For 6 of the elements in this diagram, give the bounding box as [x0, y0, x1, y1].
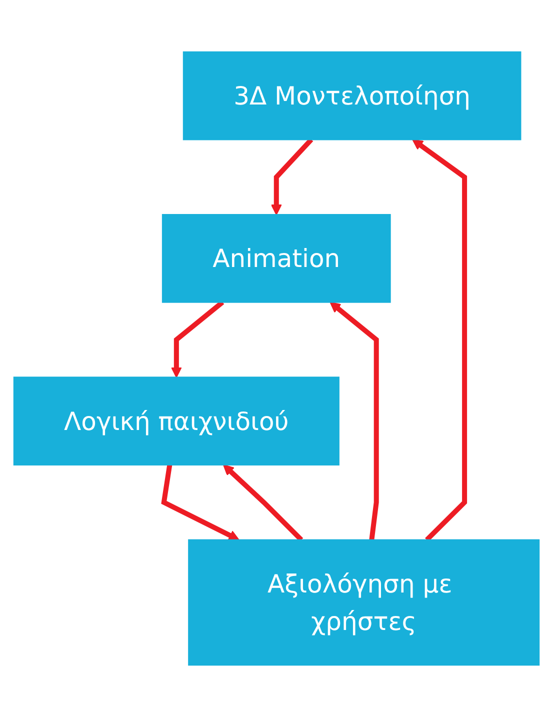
arrow	[330, 302, 379, 540]
node-box: 3Δ Μοντελοποίηση	[182, 51, 522, 140]
node-box: Animation	[162, 214, 391, 303]
node-box: Αξιολόγηση με χρήστες	[188, 539, 540, 666]
node-box: Λογική παιχνιδιού	[13, 376, 340, 466]
arrow	[161, 464, 240, 540]
